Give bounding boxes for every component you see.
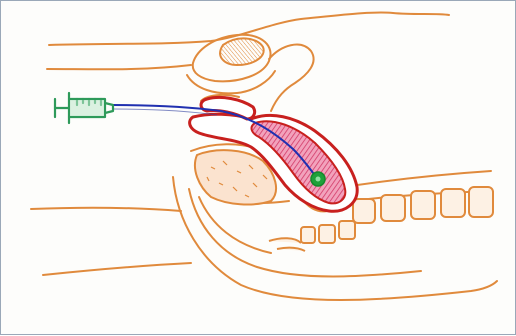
vertebrae bbox=[353, 187, 493, 223]
syringe-barrel-fill bbox=[70, 100, 104, 116]
target-point bbox=[311, 172, 325, 186]
sacral-segments bbox=[269, 221, 355, 251]
hatched-structure bbox=[220, 38, 264, 65]
